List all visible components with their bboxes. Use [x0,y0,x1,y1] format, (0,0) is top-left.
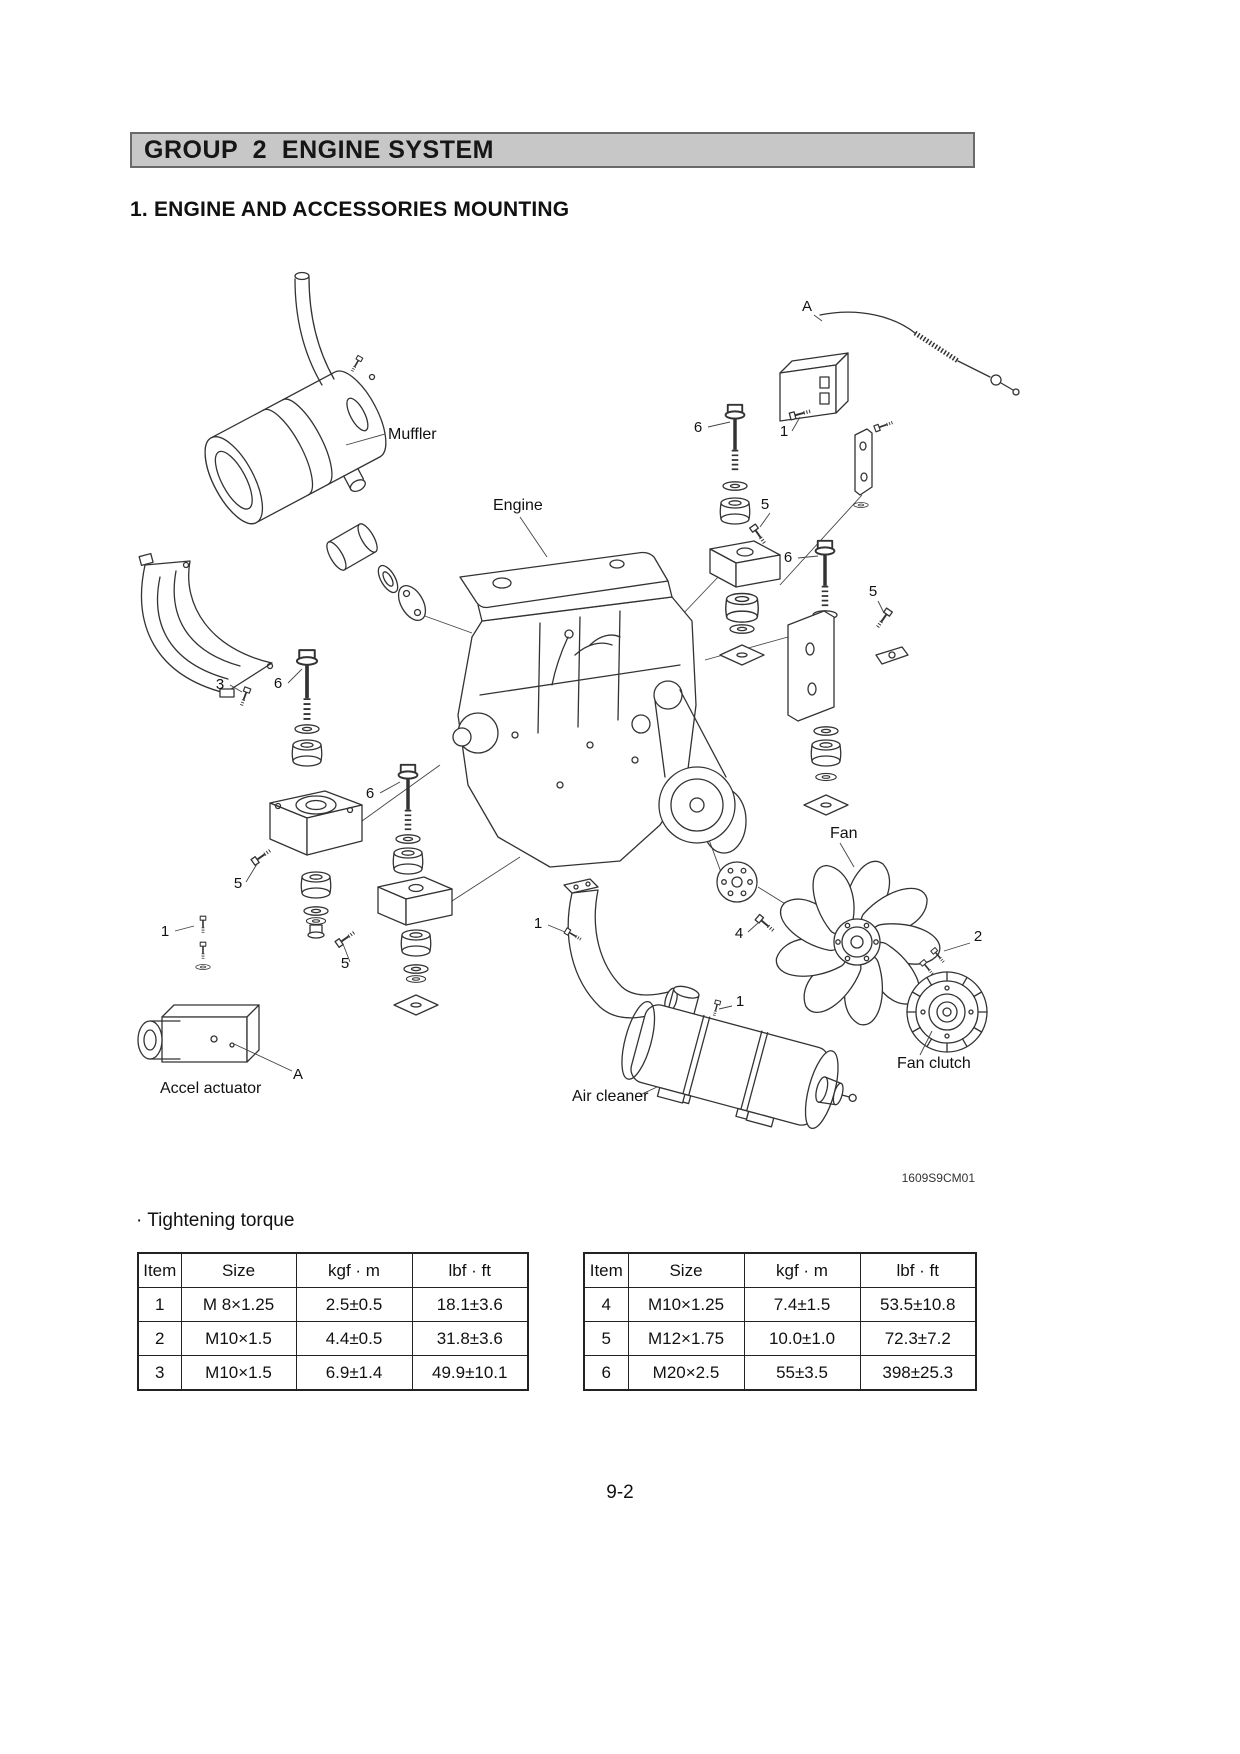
cell-item: 2 [137,1321,182,1356]
cell-item: 5 [583,1321,629,1356]
cell-size: M20×2.5 [627,1355,745,1391]
callout-5: 5 [341,955,349,972]
cell-kgfm: 55±3.5 [743,1355,861,1391]
column-header-lbfft: lbf · ft [859,1252,977,1288]
callout-3: 3 [216,676,224,693]
callout-6: 6 [366,785,374,802]
cell-lbfft: 18.1±3.6 [411,1287,529,1322]
tightening-torque-label: · Tightening torque [136,1210,295,1231]
callout-4: 4 [735,925,743,942]
accel-cable-assembly-drawing [779,311,1020,508]
cell-size: M12×1.75 [627,1321,745,1356]
part-label-fan: Fan [830,825,858,842]
callout-5: 5 [761,496,769,513]
leader-lines [174,314,971,1096]
column-header-kgfm: kgf · m [743,1252,861,1288]
part-label-muffler: Muffler [388,426,437,443]
callout-6: 6 [274,675,282,692]
callout-1: 1 [736,993,744,1010]
table-header-row: Item Size kgf · m lbf · ft [583,1252,977,1288]
cell-item: 3 [137,1355,182,1391]
section-title: 1. ENGINE AND ACCESSORIES MOUNTING [130,198,570,221]
cell-item: 6 [583,1355,629,1391]
cell-kgfm: 4.4±0.5 [295,1321,413,1356]
page-number: 9-2 [606,1482,634,1503]
callout-2: 2 [974,928,982,945]
accel-actuator-drawing [137,914,260,1063]
fan-spacer-drawing [716,861,758,903]
cell-item: 4 [583,1287,629,1322]
engine-drawing [452,551,747,868]
column-header-lbfft: lbf · ft [411,1252,529,1288]
column-header-kgfm: kgf · m [295,1252,413,1288]
cell-item: 1 [137,1287,182,1322]
callout-6: 6 [694,419,702,436]
column-header-item: Item [583,1252,629,1288]
fan-drawing [770,858,943,1030]
exploded-view-svg: 6 1 5 6 5 3 6 6 5 5 1 1 4 1 2 A A Muffle… [137,271,1020,1185]
figure-code: 1609S9CM01 [902,1171,976,1185]
cell-size: M 8×1.25 [180,1287,297,1322]
air-cleaner-clamp-bolt-drawing [710,998,723,1018]
cell-kgfm: 7.4±1.5 [743,1287,861,1322]
table-row: 1 M 8×1.25 2.5±0.5 18.1±3.6 [137,1287,529,1322]
exhaust-connector-drawing [326,523,427,621]
part-label-accel-actuator: Accel actuator [160,1080,262,1097]
callout-1: 1 [161,923,169,940]
cell-size: M10×1.5 [180,1355,297,1391]
cell-kgfm: 6.9±1.4 [295,1355,413,1391]
cell-lbfft: 49.9±10.1 [411,1355,529,1391]
callout-5: 5 [869,583,877,600]
cell-lbfft: 398±25.3 [859,1355,977,1391]
callout-6: 6 [784,549,792,566]
muffler-heat-shield-drawing [138,552,274,698]
column-header-size: Size [627,1252,745,1288]
table-row: 2 M10×1.5 4.4±0.5 31.8±3.6 [137,1321,529,1356]
callout-1: 1 [780,423,788,440]
fan-spacer-bolt-drawing [753,912,778,936]
engine-mount-rear-right-drawing [747,522,909,816]
table-row: 6 M20×2.5 55±3.5 398±25.3 [583,1355,977,1391]
column-header-item: Item [137,1252,182,1288]
cell-size: M10×1.25 [627,1287,745,1322]
part-label-engine: Engine [493,497,543,514]
torque-table-1: Item Size kgf · m lbf · ft 1 M 8×1.25 2.… [137,1252,529,1391]
muffler-drawing [204,271,387,525]
fan-clutch-drawing [906,971,988,1053]
engine-mount-front-left-drawing [249,650,363,939]
table-row: 4 M10×1.25 7.4±1.5 53.5±10.8 [583,1287,977,1322]
table-row: 5 M12×1.75 10.0±1.0 72.3±7.2 [583,1321,977,1356]
ref-label-a-bottom: A [293,1066,303,1083]
muffler-clamp-bolt-drawing [236,685,253,709]
callout-5: 5 [234,875,242,892]
group-title: GROUP 2 ENGINE SYSTEM [144,135,495,164]
engine-mount-front-right-drawing [709,405,781,666]
part-label-air-cleaner: Air cleaner [572,1088,649,1105]
callout-1: 1 [534,915,542,932]
cell-lbfft: 72.3±7.2 [859,1321,977,1356]
cell-size: M10×1.5 [180,1321,297,1356]
air-cleaner-drawing [621,985,857,1130]
table-header-row: Item Size kgf · m lbf · ft [137,1252,529,1288]
torque-table-2: Item Size kgf · m lbf · ft 4 M10×1.25 7.… [583,1252,977,1391]
part-label-fan-clutch: Fan clutch [897,1055,971,1072]
column-header-size: Size [180,1252,297,1288]
cell-lbfft: 31.8±3.6 [411,1321,529,1356]
intake-elbow-drawing [562,878,678,1019]
group-header-bar: GROUP 2 ENGINE SYSTEM [130,132,975,168]
ref-label-a-top: A [802,298,812,315]
cell-kgfm: 10.0±1.0 [743,1321,861,1356]
table-row: 3 M10×1.5 6.9±1.4 49.9±10.1 [137,1355,529,1391]
cell-lbfft: 53.5±10.8 [859,1287,977,1322]
engine-mounting-diagram: 6 1 5 6 5 3 6 6 5 5 1 1 4 1 2 A A Muffle… [120,265,1020,1195]
cell-kgfm: 2.5±0.5 [295,1287,413,1322]
engine-mount-mid-left-drawing [333,765,453,1016]
